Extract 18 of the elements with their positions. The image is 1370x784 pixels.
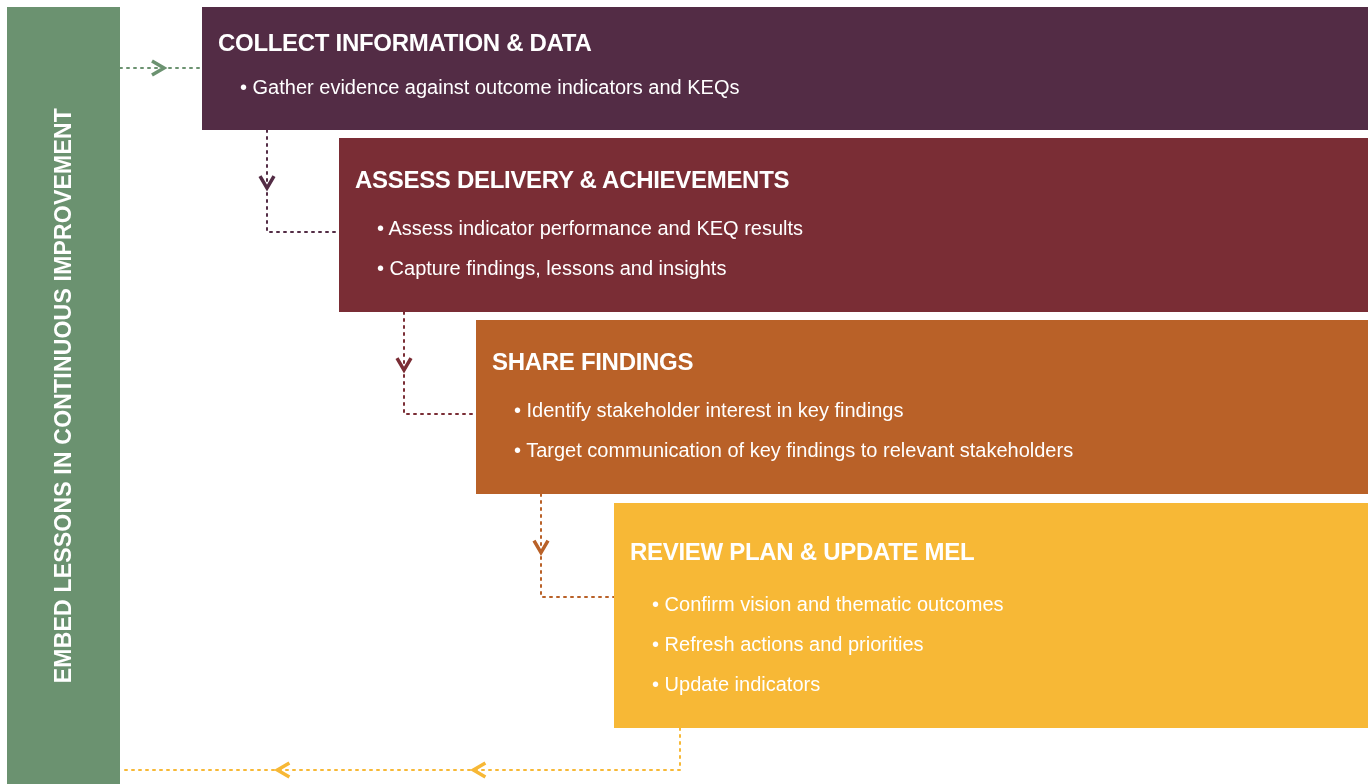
bullet-item: • Target communication of key findings to relevant stakeholders bbox=[514, 438, 1075, 463]
side-band bbox=[7, 7, 120, 784]
step-box bbox=[614, 503, 1368, 728]
step-heading: ASSESS DELIVERY & ACHIEVEMENTS bbox=[355, 166, 790, 194]
step-heading: REVIEW PLAN & UPDATE MEL bbox=[630, 538, 975, 566]
bullet-item: • Confirm vision and thematic outcomes bbox=[652, 592, 1005, 617]
bullet-item: • Capture findings, lessons and insights bbox=[377, 256, 728, 281]
bullet-item: • Refresh actions and priorities bbox=[652, 632, 925, 657]
step-heading: SHARE FINDINGS bbox=[492, 348, 694, 376]
bullet-item: • Assess indicator performance and KEQ results bbox=[377, 216, 805, 241]
band-label: EMBED LESSONS IN CONTINUOUS IMPROVEMENT bbox=[50, 107, 77, 684]
step-box bbox=[476, 320, 1368, 494]
step-heading: COLLECT INFORMATION & DATA bbox=[218, 29, 592, 57]
bullet-item: • Update indicators bbox=[652, 672, 822, 697]
bullet-item: • Gather evidence against outcome indicators and KEQs bbox=[240, 75, 741, 100]
step-box bbox=[202, 7, 1368, 130]
bullet-item: • Identify stakeholder interest in key findings bbox=[514, 398, 905, 423]
step-box bbox=[339, 138, 1368, 312]
